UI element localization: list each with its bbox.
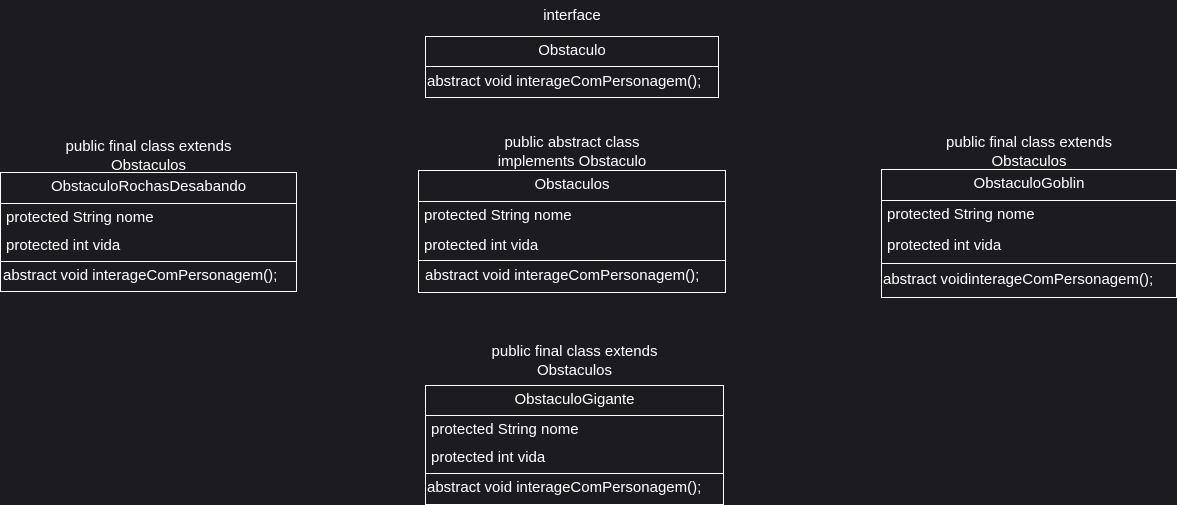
- class-goblin-box[interactable]: ObstaculoGoblin protected String nome pr…: [881, 169, 1177, 298]
- attribute-vida: protected int vida: [431, 449, 546, 466]
- interface-stereotype-label: interface: [425, 6, 719, 25]
- caption-line: Obstaculos: [536, 362, 613, 379]
- rochas-caption: public final class extends Obstaculos: [0, 137, 297, 175]
- caption-line: Obstaculos: [110, 157, 187, 174]
- class-attributes: protected String nome protected int vida: [882, 201, 1176, 264]
- class-name: Obstaculo: [426, 37, 718, 67]
- class-name: ObstaculoGigante: [426, 386, 723, 416]
- class-operation: abstract void interageComPersonagem();: [427, 73, 702, 90]
- class-operation: abstract void interageComPersonagem();: [425, 267, 700, 284]
- class-attributes: protected String nome protected int vida: [1, 204, 296, 262]
- class-operation: abstract voidinterageComPersonagem();: [883, 271, 1154, 288]
- caption-line: public final class extends: [65, 138, 232, 155]
- attribute-nome: protected String nome: [431, 421, 579, 438]
- attribute-vida: protected int vida: [6, 237, 121, 254]
- caption-line: public final class extends: [491, 343, 658, 360]
- class-operation: abstract void interageComPersonagem();: [3, 267, 278, 284]
- caption-line: public abstract class: [504, 134, 640, 151]
- class-attributes: protected String nome protected int vida: [426, 416, 723, 474]
- class-gigante-box[interactable]: ObstaculoGigante protected String nome p…: [425, 385, 724, 505]
- obstaculos-caption: public abstract class implements Obstacu…: [418, 133, 726, 171]
- class-name: ObstaculoGoblin: [882, 170, 1176, 201]
- class-name: ObstaculoRochasDesabando: [1, 173, 296, 204]
- attribute-vida: protected int vida: [424, 237, 539, 254]
- class-operation: abstract void interageComPersonagem();: [427, 479, 702, 496]
- attribute-nome: protected String nome: [887, 206, 1035, 223]
- attribute-vida: protected int vida: [887, 237, 1002, 254]
- attribute-nome: protected String nome: [424, 207, 572, 224]
- caption-line: Obstaculos: [991, 153, 1067, 170]
- gigante-caption: public final class extends Obstaculos: [425, 342, 724, 380]
- stereotype-text: interface: [543, 7, 601, 24]
- class-name: Obstaculos: [419, 171, 725, 202]
- class-obstaculos-box[interactable]: Obstaculos protected String nome protect…: [418, 170, 726, 293]
- caption-line: public final class extends: [946, 134, 1112, 151]
- attribute-nome: protected String nome: [6, 209, 154, 226]
- caption-line: implements Obstaculo: [497, 153, 647, 170]
- goblin-caption: public final class extends Obstaculos: [881, 133, 1177, 171]
- class-rochas-box[interactable]: ObstaculoRochasDesabando protected Strin…: [0, 172, 297, 292]
- interface-obstaculo-box[interactable]: Obstaculo abstract void interageComPerso…: [425, 36, 719, 98]
- class-attributes: protected String nome protected int vida: [419, 202, 725, 261]
